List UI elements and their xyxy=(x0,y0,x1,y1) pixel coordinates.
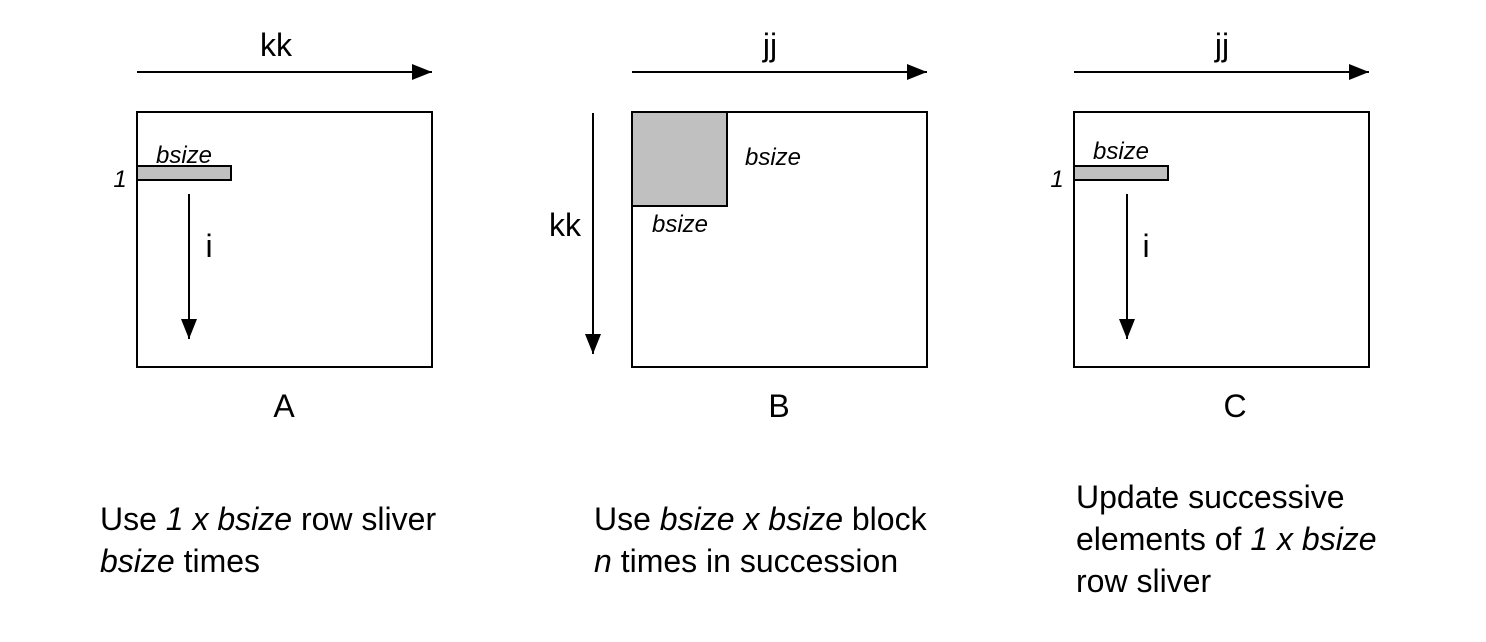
panel-b-top-arrow-label: jj xyxy=(762,27,777,63)
panel-c-caption-text: elements of xyxy=(1076,521,1251,557)
panel-b-caption-text: times in succession xyxy=(611,543,899,579)
matrix-c-label: C xyxy=(1223,388,1246,424)
panel-b-caption-emphasis: n xyxy=(594,543,612,579)
panel-c-down-arrow-label: i xyxy=(1142,228,1149,264)
panel-b-block xyxy=(631,111,728,207)
panel-a-row-label: 1 xyxy=(113,166,126,193)
panel-b: jj kk bsize bsize B xyxy=(549,27,928,424)
panel-a-caption-text: times xyxy=(174,543,261,579)
panel-a-caption: Use 1 x bsize row sliver bsize times xyxy=(100,498,520,582)
panel-b-block-label-bottom: bsize xyxy=(652,211,708,238)
matrix-b-label: B xyxy=(768,388,789,424)
panel-b-caption-emphasis: bsize x bsize xyxy=(659,501,843,537)
panel-a-down-arrow-label: i xyxy=(205,228,212,264)
panel-a-top-arrow-label: kk xyxy=(260,27,293,63)
matrix-c-outline xyxy=(1073,111,1370,368)
panel-a-caption-emphasis: bsize xyxy=(100,543,175,579)
panel-c-sliver-label: bsize xyxy=(1093,138,1149,165)
panel-a-sliver-label: bsize xyxy=(156,142,212,169)
matrix-a-outline xyxy=(136,111,433,368)
matrix-b-outline xyxy=(631,111,928,368)
panel-b-caption-text: Use xyxy=(594,501,660,537)
panel-c-caption-text: row sliver xyxy=(1076,563,1212,599)
panel-a: kk bsize 1 i A xyxy=(113,27,433,424)
panel-c-row-sliver xyxy=(1073,165,1169,181)
panel-b-caption-text: block xyxy=(842,501,927,537)
panel-b-side-arrow-label: kk xyxy=(549,207,582,243)
matrix-a-label: A xyxy=(273,388,295,424)
panel-c-caption-emphasis: 1 x bsize xyxy=(1250,521,1377,557)
panel-a-caption-text: row sliver xyxy=(292,501,437,537)
panel-c-row-label: 1 xyxy=(1050,166,1063,193)
panel-b-caption: Use bsize x bsize block n times in succe… xyxy=(594,498,1014,582)
panel-a-caption-text: Use xyxy=(100,501,166,537)
panel-b-block-label-right: bsize xyxy=(745,144,801,171)
panel-a-caption-emphasis: 1 x bsize xyxy=(165,501,293,537)
panel-c-caption-text: Update successive xyxy=(1076,479,1345,515)
panel-a-row-sliver xyxy=(136,165,232,181)
panel-c-top-arrow-label: jj xyxy=(1214,27,1229,63)
panel-c-caption: Update successive elements of 1 x bsize … xyxy=(1076,476,1476,602)
panel-c: jj bsize 1 i C xyxy=(1050,27,1370,424)
